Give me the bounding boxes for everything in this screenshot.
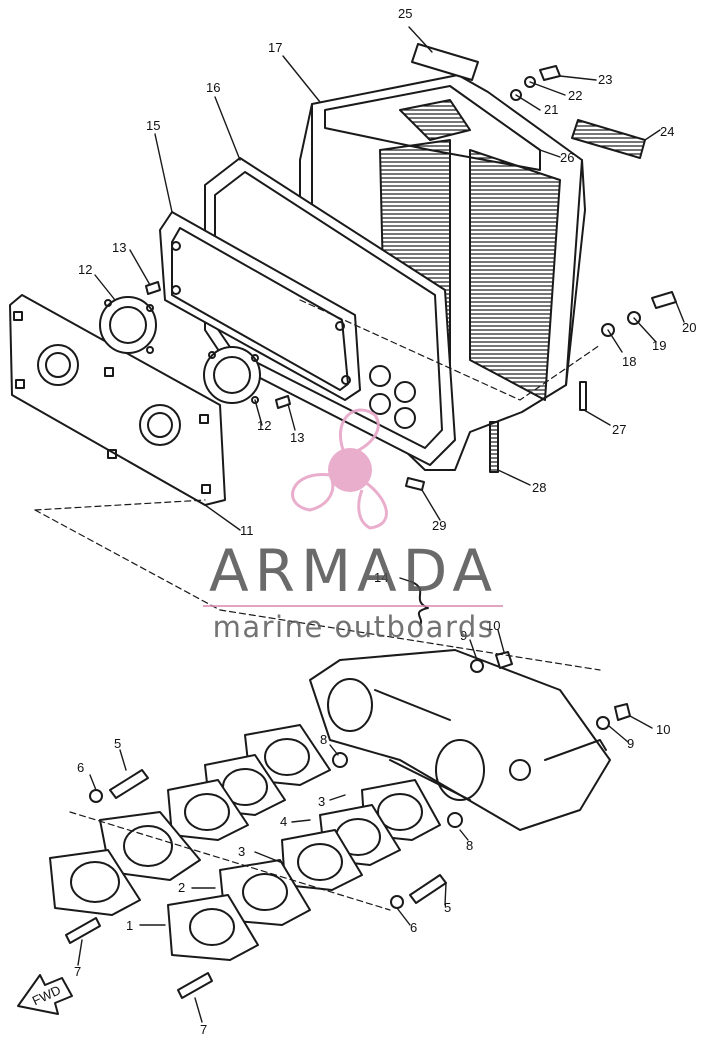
bolt-13-upper (145, 281, 161, 295)
clip-27 (579, 381, 587, 411)
washer-6-lower (390, 895, 404, 909)
part-callout-2: 2 (178, 880, 185, 895)
spring-14 (411, 581, 429, 626)
part-callout-3: 3 (318, 794, 325, 809)
manifold-left (49, 811, 201, 916)
part-callout-13: 13 (290, 430, 304, 445)
insulator-row-upper (167, 724, 331, 841)
part-callout-14: 14 (374, 570, 388, 585)
strip-28 (489, 421, 499, 473)
carburetor-assembly (309, 649, 611, 831)
part-callout-5: 5 (444, 900, 451, 915)
part-callout-16: 16 (206, 80, 220, 95)
fwd-arrow (17, 974, 73, 1015)
part-callout-12: 12 (257, 418, 271, 433)
part-callout-7: 7 (74, 964, 81, 979)
cover-screw-set (510, 65, 561, 101)
part-callout-21: 21 (544, 102, 558, 117)
part-callout-11: 11 (240, 523, 254, 538)
flange-plate (9, 294, 226, 506)
washer-9-lower (596, 716, 610, 730)
part-callout-20: 20 (682, 320, 696, 335)
part-callout-10: 10 (656, 722, 670, 737)
part-callout-6: 6 (410, 920, 417, 935)
watermark-divider (203, 605, 503, 607)
part-callout-22: 22 (568, 88, 582, 103)
part-callout-17: 17 (268, 40, 282, 55)
clip-29 (405, 477, 425, 491)
bolt-5-upper (109, 769, 149, 799)
part-callout-29: 29 (432, 518, 446, 533)
nut-10-lower (614, 703, 631, 721)
label-plate-24 (571, 119, 646, 159)
part-callout-7: 7 (200, 1022, 207, 1037)
collar-8-upper (332, 752, 348, 768)
part-callout-24: 24 (660, 124, 674, 139)
manifold-right (167, 859, 311, 961)
part-callout-9: 9 (460, 628, 467, 643)
leader-lines (77, 26, 685, 1023)
part-callout-3: 3 (238, 844, 245, 859)
small-gasket-upper (99, 296, 157, 354)
part-callout-13: 13 (112, 240, 126, 255)
watermark-tagline: marine outboards (212, 610, 495, 644)
watermark-brand: ARMADA (208, 537, 498, 605)
bolt-13-lower (275, 395, 291, 409)
part-callout-8: 8 (466, 838, 473, 853)
part-callout-27: 27 (612, 422, 626, 437)
part-callout-19: 19 (652, 338, 666, 353)
alignment-lines (34, 299, 601, 911)
part-callout-18: 18 (622, 354, 636, 369)
part-callout-10: 10 (486, 618, 500, 633)
part-callout-23: 23 (598, 72, 612, 87)
part-callout-12: 12 (78, 262, 92, 277)
armada-logo-icon (291, 408, 388, 530)
stud-7-upper (65, 917, 101, 944)
part-callout-9: 9 (627, 736, 634, 751)
part-callout-28: 28 (532, 480, 546, 495)
insulator-row-lower (281, 779, 441, 891)
part-callout-4: 4 (280, 814, 287, 829)
part-callout-1: 1 (126, 918, 133, 933)
bolt-5-lower (409, 874, 447, 904)
label-plate-25 (411, 43, 479, 81)
part-callout-5: 5 (114, 736, 121, 751)
part-callout-8: 8 (320, 732, 327, 747)
part-callout-6: 6 (77, 760, 84, 775)
grommet-bolt-set (601, 291, 677, 337)
washer-6-upper (89, 789, 103, 803)
small-gasket-lower (203, 346, 261, 404)
part-callout-25: 25 (398, 6, 412, 21)
stud-7-lower (177, 972, 213, 999)
collar-8-lower (447, 812, 463, 828)
part-callout-26: 26 (560, 150, 574, 165)
part-callout-15: 15 (146, 118, 160, 133)
